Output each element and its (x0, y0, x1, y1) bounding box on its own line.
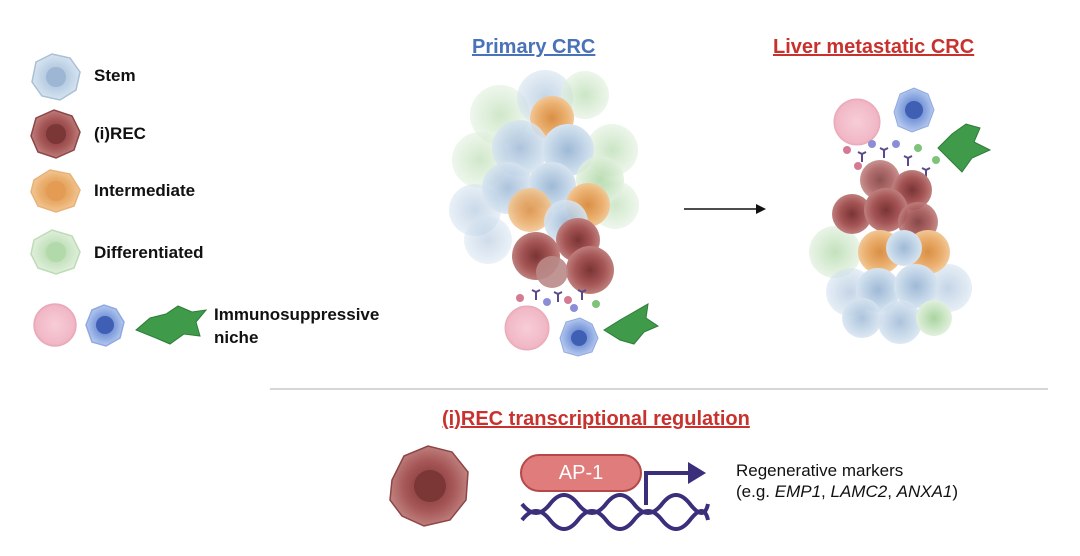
markers-line2: (e.g. EMP1, LAMC2, ANXA1) (736, 482, 959, 501)
regenerative-markers-text: Regenerative markers (e.g. EMP1, LAMC2, … (736, 460, 958, 502)
legend-niche-label-line1: Immunosuppressive (214, 305, 380, 324)
gene-emp1: EMP1 (774, 482, 822, 501)
gene-lamc2: LAMC2 (830, 482, 888, 501)
progression-arrow (684, 204, 766, 214)
legend-irec-label: (i)REC (94, 124, 146, 143)
primary-crc-title: Primary CRC (472, 36, 596, 58)
legend-differentiated-cell-icon (30, 229, 81, 275)
gene-anxa1: ANXA1 (896, 482, 953, 501)
legend-stem-label: Stem (94, 66, 136, 85)
metastatic-crc-tumor (809, 87, 992, 344)
blue-immune-cell-icon (85, 304, 125, 347)
legend-niche-label-line2: niche (214, 328, 259, 347)
regulation-title: (i)REC transcriptional regulation (442, 408, 750, 430)
metastatic-crc-title: Liver metastatic CRC (773, 36, 975, 58)
legend-stem-cell-icon (31, 53, 81, 101)
transcription-start-arrow (644, 462, 706, 505)
legend-differentiated-label: Differentiated (94, 243, 204, 262)
legend-intermediate-cell-icon (30, 169, 81, 213)
irec-cell-large-icon (389, 445, 469, 527)
legend-niche-icons (33, 303, 208, 347)
markers-line1: Regenerative markers (736, 461, 904, 480)
primary-crc-tumor (449, 70, 660, 357)
dna-helix (520, 493, 710, 531)
ap1-transcription-factor: AP-1 (520, 454, 642, 492)
fibroblast-icon (135, 305, 208, 345)
pink-cell-icon (33, 303, 77, 347)
legend-intermediate-label: Intermediate (94, 181, 196, 200)
legend-irec-cell-icon (30, 109, 81, 159)
